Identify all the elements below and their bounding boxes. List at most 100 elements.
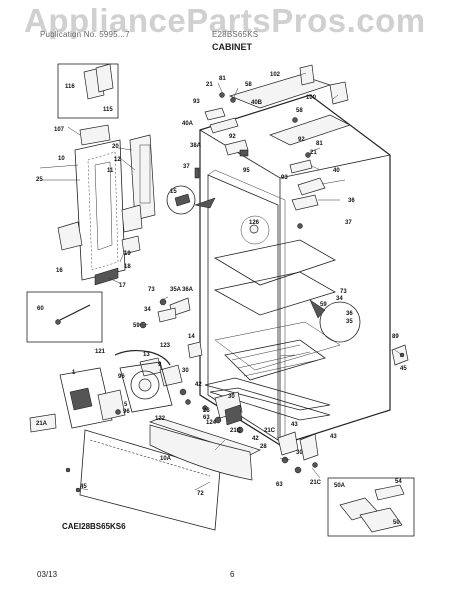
callout-54: 54 [395, 479, 402, 485]
callout-36a: 36A [182, 287, 194, 293]
cabinet-body [166, 74, 391, 446]
callout-124: 124 [206, 420, 217, 426]
callout-10a: 10A [160, 456, 172, 462]
callout-30-mid: 30 [228, 394, 235, 400]
callout-21-right: 21 [310, 150, 317, 156]
dispenser-housing [57, 63, 156, 286]
callout-21a: 21A [36, 421, 48, 427]
callout-38a: 38A [190, 143, 202, 149]
callout-20: 20 [112, 144, 119, 150]
callout-40: 40 [333, 168, 340, 174]
callout-96: 96 [118, 374, 125, 380]
callout-28-right: 28 [260, 444, 267, 450]
callout-63-left: 63 [203, 415, 210, 421]
callout-labels: 116 115 107 10 25 11 20 12 16 17 19 18 2… [36, 72, 407, 526]
leader-lines [39, 72, 403, 491]
callout-14: 14 [188, 334, 195, 340]
callout-73-right: 73 [340, 289, 347, 295]
callout-126: 126 [249, 220, 260, 226]
callout-43-lower: 43 [330, 434, 337, 440]
callout-36-right: 36 [346, 311, 353, 317]
callout-11: 11 [107, 168, 114, 174]
callout-21c-mid: 21C [264, 428, 276, 434]
callout-102: 102 [270, 72, 281, 78]
callout-92-right: 92 [298, 137, 305, 143]
callout-96-lower: 96 [123, 409, 130, 415]
callout-93-upper: 93 [193, 99, 200, 105]
callout-59-left: 59 [133, 323, 140, 329]
footer-date: 03/13 [37, 570, 58, 579]
callout-50a: 50A [334, 483, 346, 489]
callout-17: 17 [119, 283, 126, 289]
callout-50: 50 [393, 520, 400, 526]
callout-34-left: 34 [144, 307, 151, 313]
callout-92-upper: 92 [229, 134, 236, 140]
callout-95: 95 [243, 168, 250, 174]
callout-58-right: 58 [296, 108, 303, 114]
callout-116: 116 [65, 84, 75, 90]
callout-42-left: 42 [195, 382, 202, 388]
callout-63-right: 63 [276, 482, 283, 488]
callout-5: 5 [124, 402, 128, 408]
callout-43-upper: 43 [291, 422, 298, 428]
callout-115: 115 [103, 107, 113, 113]
kick-plate-and-cover [65, 417, 261, 531]
callout-40a: 40A [182, 121, 194, 127]
callout-81-upper: 81 [219, 76, 226, 82]
callout-37-right: 37 [345, 220, 352, 226]
inset-box-116 [57, 63, 119, 119]
callout-45-right: 45 [400, 366, 407, 372]
callout-19: 19 [124, 251, 131, 257]
callout-21-upper: 21 [206, 82, 213, 88]
callout-122: 122 [155, 416, 166, 422]
model-code: CAEI28BS65KS6 [62, 522, 126, 531]
watermark: AppliancePartsPros.com [24, 2, 426, 39]
callout-12: 12 [114, 157, 121, 163]
footer-page-number: 6 [230, 570, 235, 579]
callout-21c-left: 21C [230, 428, 242, 434]
callout-13: 13 [143, 352, 150, 358]
callout-107: 107 [54, 127, 65, 133]
callout-73-left: 73 [148, 287, 155, 293]
callout-1: 1 [72, 370, 76, 376]
callout-10: 10 [58, 156, 65, 162]
callout-25: 25 [36, 177, 43, 183]
callout-42-right: 42 [252, 436, 259, 442]
callout-72: 72 [197, 491, 204, 497]
inset-box-50 [327, 477, 415, 537]
callout-30-right: 30 [296, 450, 303, 456]
callout-93-right: 93 [281, 175, 288, 181]
inset-box-60 [26, 291, 103, 343]
callout-100: 100 [306, 95, 317, 101]
callout-16: 16 [56, 268, 63, 274]
callout-35-right: 35 [346, 319, 353, 325]
section-title: CABINET [212, 42, 252, 52]
lower-hinge-parts [202, 344, 409, 474]
callout-35a: 35A [170, 287, 182, 293]
callout-30-left: 30 [182, 368, 189, 374]
publication-header: Publication No. 5995...7 [40, 30, 130, 39]
water-filter-parts [339, 484, 405, 533]
mid-left-parts [29, 297, 203, 433]
callout-123: 123 [160, 343, 171, 349]
callout-45-lower: 45 [80, 484, 87, 490]
callout-59-right: 59 [320, 302, 327, 308]
callout-81-right: 81 [316, 141, 323, 147]
callout-21c-right: 21C [310, 480, 322, 486]
callout-9: 9 [158, 362, 162, 368]
callout-18: 18 [124, 264, 131, 270]
callout-15: 15 [170, 189, 177, 195]
callout-40b: 40B [251, 100, 263, 106]
callout-60: 60 [37, 306, 44, 312]
callout-34-right: 34 [336, 296, 343, 302]
callout-58-upper: 58 [245, 82, 252, 88]
upper-hinge-parts [194, 64, 349, 229]
model-header: E28BS65KS [212, 30, 259, 39]
callout-37-left: 37 [183, 164, 190, 170]
callout-121: 121 [95, 349, 106, 355]
callout-36-upper: 36 [348, 198, 355, 204]
callout-89: 89 [392, 334, 399, 340]
callout-28-left: 28 [203, 408, 210, 414]
